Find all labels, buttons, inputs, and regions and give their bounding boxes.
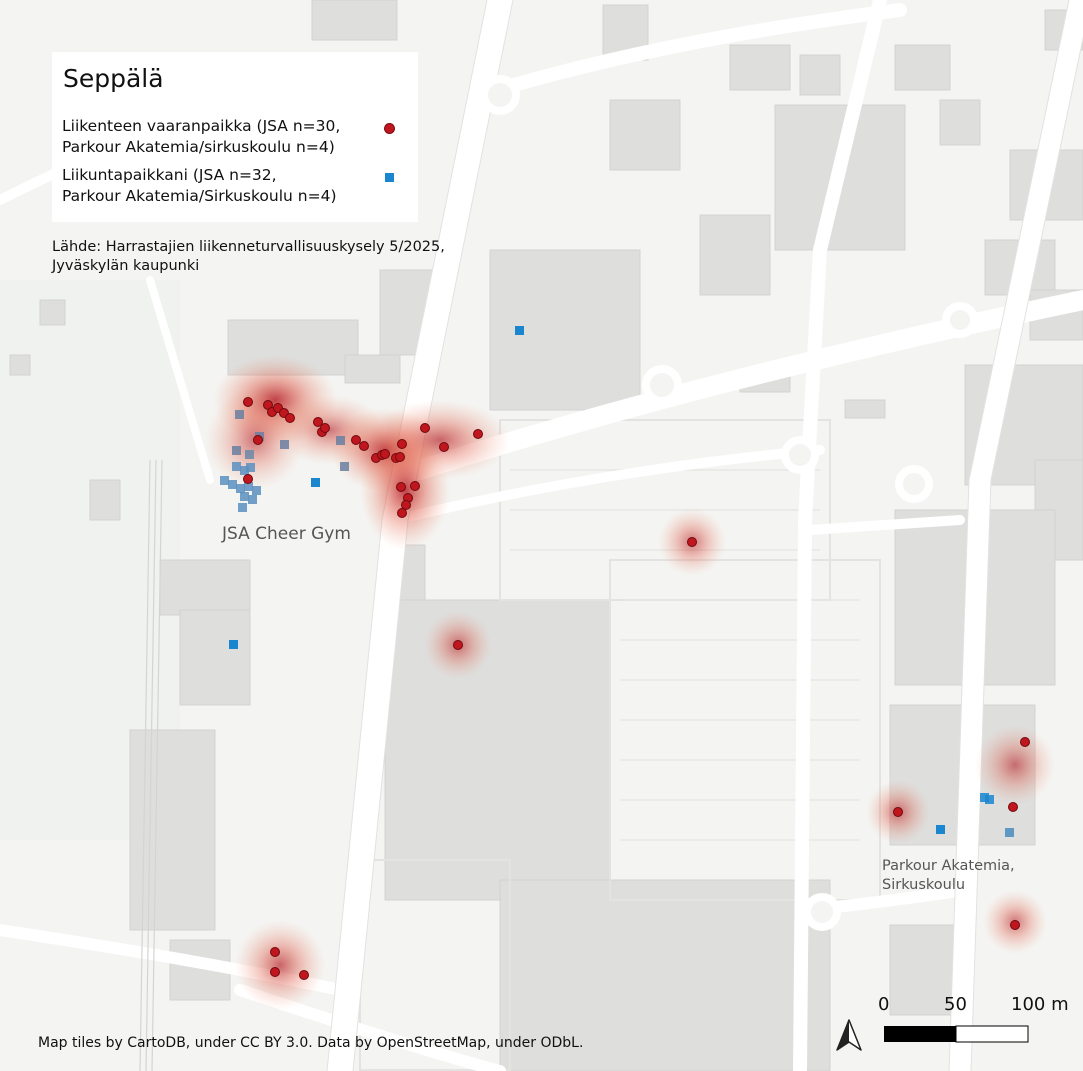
venue-marker[interactable] <box>244 482 253 491</box>
hazard-marker[interactable] <box>253 435 263 445</box>
venue-marker[interactable] <box>220 476 229 485</box>
legend-entry-hazard: Liikenteen vaaranpaikka (JSA n=30, Parko… <box>62 116 340 158</box>
hazard-marker[interactable] <box>401 500 411 510</box>
place-label-jsa: JSA Cheer Gym <box>222 524 351 544</box>
railway <box>139 459 163 1071</box>
venue-marker[interactable] <box>232 446 241 455</box>
hazard-marker[interactable] <box>420 423 430 433</box>
map-attribution: Map tiles by CartoDB, under CC BY 3.0. D… <box>38 1035 584 1051</box>
hazard-marker[interactable] <box>285 413 295 423</box>
venue-marker[interactable] <box>245 450 254 459</box>
venue-marker[interactable] <box>229 640 238 649</box>
hazard-marker[interactable] <box>270 967 280 977</box>
venue-marker[interactable] <box>980 793 989 802</box>
hazard-marker[interactable] <box>397 508 407 518</box>
scale-label-100: 100 m <box>1011 994 1069 1015</box>
map-legend: Seppälä Liikenteen vaaranpaikka (JSA n=3… <box>52 52 418 222</box>
legend-entry-venue: Liikuntapaikkani (JSA n=32, Parkour Akat… <box>62 165 337 207</box>
venue-marker[interactable] <box>1005 828 1014 837</box>
hazard-marker[interactable] <box>243 397 253 407</box>
legend-hazard-line2: Parkour Akatemia/sirkuskoulu n=4) <box>62 138 335 156</box>
venue-marker[interactable] <box>228 480 237 489</box>
scale-bar <box>884 1025 1029 1043</box>
venue-marker[interactable] <box>240 492 249 501</box>
venue-marker[interactable] <box>280 440 289 449</box>
venue-marker[interactable] <box>246 463 255 472</box>
hazard-marker[interactable] <box>687 537 697 547</box>
hazard-marker[interactable] <box>243 474 253 484</box>
hazard-marker[interactable] <box>395 452 405 462</box>
hazard-markers <box>243 397 1030 980</box>
hazard-marker[interactable] <box>396 482 406 492</box>
hazard-marker[interactable] <box>439 442 449 452</box>
venue-marker[interactable] <box>985 795 994 804</box>
hazard-marker[interactable] <box>359 441 369 451</box>
venue-marker[interactable] <box>240 466 249 475</box>
venue-marker[interactable] <box>340 462 349 471</box>
source-line1: Lähde: Harrastajien liikenneturvallisuus… <box>52 239 445 255</box>
venue-marker[interactable] <box>936 825 945 834</box>
place-label-parkour: Parkour Akatemia, Sirkuskoulu <box>882 857 1015 895</box>
place-label-parkour-line2: Sirkuskoulu <box>882 877 966 893</box>
venue-marker[interactable] <box>232 462 241 471</box>
data-source: Lähde: Harrastajien liikenneturvallisuus… <box>52 238 445 276</box>
venue-marker[interactable] <box>236 484 245 493</box>
source-line2: Jyväskylän kaupunki <box>52 258 200 274</box>
hazard-marker[interactable] <box>453 640 463 650</box>
hazard-marker[interactable] <box>893 807 903 817</box>
legend-venue-line1: Liikuntapaikkani (JSA n=32, <box>62 166 277 184</box>
hazard-marker[interactable] <box>351 435 361 445</box>
legend-hazard-line1: Liikenteen vaaranpaikka (JSA n=30, <box>62 117 341 135</box>
north-arrow-icon <box>836 1019 862 1051</box>
legend-venue-line2: Parkour Akatemia/Sirkuskoulu n=4) <box>62 187 337 205</box>
venue-marker[interactable] <box>248 495 257 504</box>
hazard-marker[interactable] <box>410 481 420 491</box>
roundabouts <box>480 75 978 931</box>
hazard-marker[interactable] <box>270 947 280 957</box>
hazard-marker[interactable] <box>1008 802 1018 812</box>
hazard-marker[interactable] <box>397 439 407 449</box>
hazard-dot-icon <box>384 123 395 134</box>
venue-square-icon <box>385 173 394 182</box>
hazard-marker[interactable] <box>1010 920 1020 930</box>
venue-marker[interactable] <box>238 503 247 512</box>
venue-marker[interactable] <box>311 478 320 487</box>
venue-marker[interactable] <box>515 326 524 335</box>
venue-marker[interactable] <box>235 410 244 419</box>
hazard-marker[interactable] <box>320 423 330 433</box>
place-label-parkour-line1: Parkour Akatemia, <box>882 858 1015 874</box>
hazard-marker[interactable] <box>1020 737 1030 747</box>
hazard-marker[interactable] <box>299 970 309 980</box>
hazard-marker[interactable] <box>473 429 483 439</box>
venue-marker[interactable] <box>336 436 345 445</box>
hazard-marker[interactable] <box>380 449 390 459</box>
hazard-marker[interactable] <box>313 417 323 427</box>
venue-marker[interactable] <box>252 486 261 495</box>
scale-label-0: 0 <box>878 994 890 1015</box>
map-title: Seppälä <box>63 64 164 93</box>
scale-label-50: 50 <box>944 994 967 1015</box>
